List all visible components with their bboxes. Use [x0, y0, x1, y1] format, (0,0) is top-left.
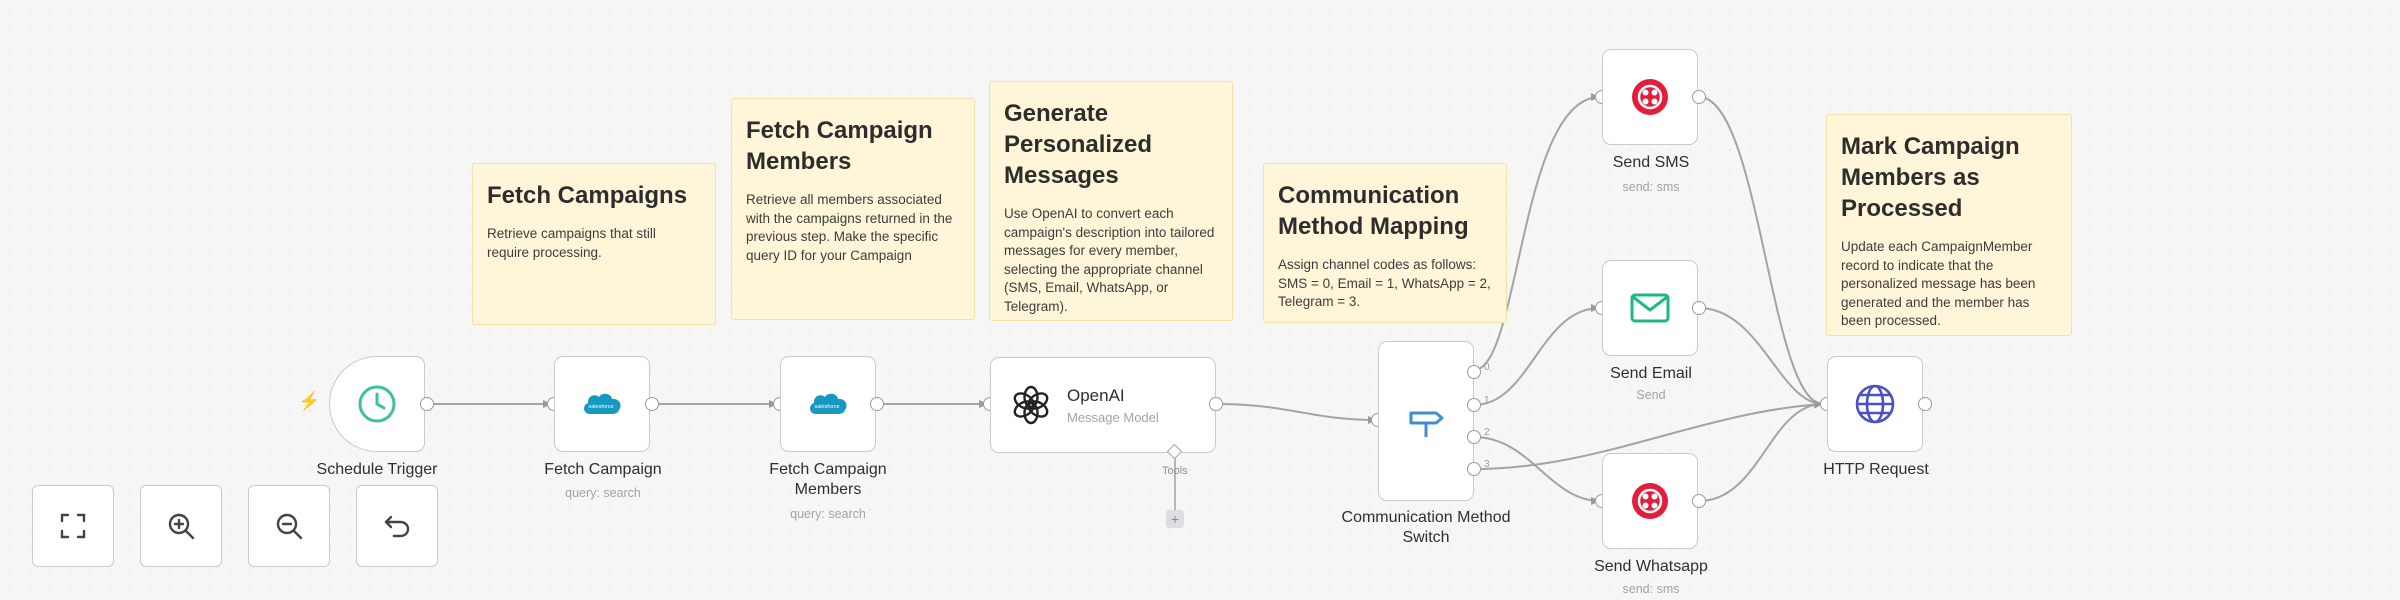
- node-sublabel: query: search: [565, 486, 641, 500]
- edge-sms-to-http: [1698, 96, 1824, 408]
- switch-output-port-1[interactable]: [1467, 398, 1481, 412]
- twilio-icon: [1632, 483, 1668, 519]
- fullscreen-icon: [60, 513, 86, 539]
- switch-output-port-2[interactable]: [1467, 430, 1481, 444]
- node-schedule-trigger[interactable]: [329, 356, 425, 452]
- switch-output-port-3[interactable]: [1467, 462, 1481, 476]
- zoom-in-icon: [168, 513, 195, 540]
- sticky-body: Use OpenAI to convert each campaign's de…: [1004, 206, 1215, 314]
- node-send-email[interactable]: [1602, 260, 1698, 356]
- sticky-body: Retrieve all members associated with the…: [746, 192, 953, 263]
- node-label: Fetch Campaign Members: [769, 461, 887, 498]
- trigger-output-port[interactable]: [420, 397, 434, 411]
- zoom-out-button[interactable]: [248, 485, 330, 567]
- node-label: Communication Method Switch: [1341, 509, 1511, 546]
- node-label: Send Whatsapp: [1594, 558, 1708, 575]
- envelope-icon: [1630, 293, 1670, 323]
- switch-output-label: 0: [1484, 362, 1490, 373]
- sticky-note-comm-mapping[interactable]: Communication Method Mapping Assign chan…: [1263, 163, 1507, 323]
- sticky-title: Communication Method Mapping: [1278, 182, 1469, 240]
- node-fetch-campaign-members[interactable]: salesforce: [780, 356, 876, 452]
- node-send-sms[interactable]: [1602, 49, 1698, 145]
- node-label: Send Email: [1610, 365, 1692, 382]
- http-request-output-port[interactable]: [1918, 397, 1932, 411]
- twilio-icon: [1632, 79, 1668, 115]
- sticky-body: Assign channel codes as follows: SMS = 0…: [1278, 257, 1491, 309]
- node-label: Fetch Campaign: [544, 461, 662, 478]
- fit-view-button[interactable]: [32, 485, 114, 567]
- node-sublabel: send: sms: [1622, 582, 1680, 596]
- node-http-request[interactable]: [1827, 356, 1923, 452]
- node-send-whatsapp[interactable]: [1602, 453, 1698, 549]
- sticky-note-generate-messages[interactable]: Generate Personalized Messages Use OpenA…: [989, 81, 1233, 321]
- sticky-title: Mark Campaign Members as Processed: [1841, 133, 2020, 222]
- switch-output-label: 2: [1484, 427, 1490, 438]
- sticky-note-fetch-campaigns[interactable]: Fetch Campaigns Retrieve campaigns that …: [472, 163, 716, 325]
- trigger-bolt-icon: ⚡: [298, 391, 321, 411]
- node-label: Send SMS: [1612, 154, 1690, 171]
- svg-text:salesforce: salesforce: [588, 404, 613, 410]
- salesforce-cloud-icon: salesforce: [810, 393, 847, 414]
- sticky-body: Retrieve campaigns that still require pr…: [487, 226, 656, 260]
- reset-zoom-button[interactable]: [356, 485, 438, 567]
- sticky-title: Fetch Campaigns: [487, 182, 688, 209]
- node-fetch-campaign[interactable]: salesforce: [554, 356, 650, 452]
- tools-label: Tools: [1162, 465, 1188, 477]
- salesforce-cloud-icon: salesforce: [584, 393, 621, 414]
- openai-subtitle: Message Model: [1067, 409, 1159, 425]
- sticky-note-mark-processed[interactable]: Mark Campaign Members as Processed Updat…: [1826, 114, 2072, 336]
- node-sublabel: query: search: [790, 507, 866, 521]
- switch-output-label: 3: [1484, 459, 1490, 470]
- sticky-title: Fetch Campaign Members: [746, 117, 933, 175]
- svg-text:salesforce: salesforce: [814, 404, 839, 410]
- fetch-members-output-port[interactable]: [870, 397, 884, 411]
- sticky-body: Update each CampaignMember record to ind…: [1841, 239, 2036, 328]
- sticky-title: Generate Personalized Messages: [1004, 100, 1153, 189]
- node-sublabel: send: sms: [1622, 180, 1680, 194]
- sticky-note-fetch-members[interactable]: Fetch Campaign Members Retrieve all memb…: [731, 98, 975, 320]
- node-label: Schedule Trigger: [316, 461, 438, 478]
- switch-output-port-0[interactable]: [1467, 365, 1481, 379]
- send-whatsapp-output-port[interactable]: [1692, 494, 1706, 508]
- signpost-icon: [1409, 411, 1444, 437]
- undo-icon: [384, 515, 410, 538]
- openai-title: OpenAI: [1067, 385, 1125, 405]
- openai-output-port[interactable]: [1209, 397, 1223, 411]
- send-email-output-port[interactable]: [1692, 301, 1706, 315]
- send-sms-output-port[interactable]: [1692, 90, 1706, 104]
- zoom-in-button[interactable]: [140, 485, 222, 567]
- zoom-out-icon: [276, 513, 303, 540]
- node-communication-method-switch[interactable]: [1378, 341, 1474, 501]
- edge-whatsapp-to-http: [1698, 400, 1824, 502]
- node-sublabel: Send: [1636, 388, 1666, 402]
- clock-icon: [358, 385, 396, 423]
- openai-logo-icon: [1013, 385, 1049, 425]
- node-openai-message-model[interactable]: OpenAI Message Model: [990, 357, 1216, 453]
- edge-openai-to-switch: [1215, 403, 1378, 424]
- edge-switch2-to-whatsapp: [1473, 436, 1601, 505]
- node-label: HTTP Request: [1823, 461, 1929, 478]
- globe-icon: [1855, 384, 1895, 424]
- switch-output-label: 1: [1484, 395, 1490, 406]
- fetch-campaign-output-port[interactable]: [645, 397, 659, 411]
- add-tool-button[interactable]: +: [1166, 510, 1184, 528]
